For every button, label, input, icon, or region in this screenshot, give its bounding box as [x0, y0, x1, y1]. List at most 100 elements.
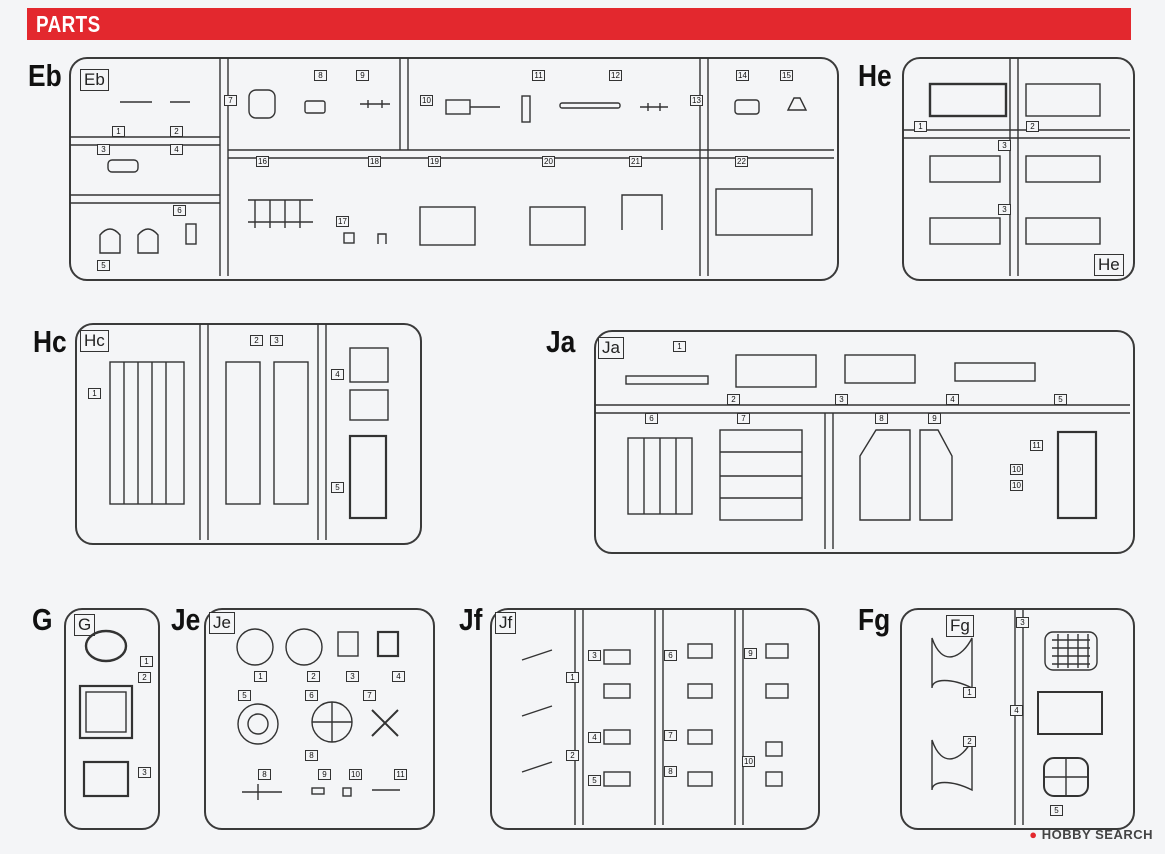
part-number: 2: [1026, 121, 1039, 132]
part-number: 2: [170, 126, 183, 137]
part-number: 6: [173, 205, 186, 216]
sprue-je-parts: [236, 628, 400, 800]
sprue-tag-ja: Ja: [598, 337, 624, 359]
part-number: 2: [727, 394, 740, 405]
part-number: 4: [588, 732, 601, 743]
part-number: 12: [609, 70, 622, 81]
part-number: 1: [673, 341, 686, 352]
sprue-he-parts: [903, 58, 1130, 276]
part-number: 3: [346, 671, 359, 682]
sprue-tag-he: He: [1094, 254, 1124, 276]
part-number: 3: [138, 767, 151, 778]
part-number: 7: [664, 730, 677, 741]
sprue-label-eb: Eb: [28, 58, 62, 93]
part-number: 10: [742, 756, 755, 767]
parts-header-banner: PARTS: [27, 8, 1131, 40]
sprue-tag-je: Je: [209, 612, 235, 634]
sprue-ja-parts: [595, 354, 1130, 549]
sprue-frame-hc: [75, 323, 422, 545]
part-number: 3: [998, 204, 1011, 215]
part-number: 9: [744, 648, 757, 659]
hobbysearch-logo-icon: ●: [1029, 827, 1038, 842]
part-number: 3: [1016, 617, 1029, 628]
part-number: 11: [394, 769, 407, 780]
sprue-g-parts: [78, 629, 134, 798]
part-number: 5: [238, 690, 251, 701]
part-number: 10: [420, 95, 433, 106]
part-number: 5: [1050, 805, 1063, 816]
parts-header-title: PARTS: [36, 11, 101, 37]
part-number: 20: [542, 156, 555, 167]
sprue-tag-g: G: [74, 614, 96, 636]
part-number: 1: [914, 121, 927, 132]
part-number: 9: [356, 70, 369, 81]
part-number: 22: [735, 156, 748, 167]
part-number: 7: [737, 413, 750, 424]
part-number: 3: [998, 140, 1011, 151]
part-number: 6: [664, 650, 677, 661]
part-number: 1: [140, 656, 153, 667]
part-number: 13: [690, 95, 703, 106]
part-number: 16: [256, 156, 269, 167]
part-number: 5: [1054, 394, 1067, 405]
part-number: 7: [363, 690, 376, 701]
sprue-jf-parts: [521, 610, 789, 825]
part-number: 8: [664, 766, 677, 777]
sprue-tag-fg: Fg: [946, 615, 974, 637]
part-number: 11: [1030, 440, 1043, 451]
part-number: 9: [928, 413, 941, 424]
part-number: 18: [368, 156, 381, 167]
sprue-frame-eb: [69, 57, 839, 281]
sprue-tag-hc: Hc: [80, 330, 109, 352]
part-number: 4: [946, 394, 959, 405]
sprue-frame-g: [64, 608, 160, 830]
sprue-label-g: G: [32, 602, 53, 637]
sprue-frame-fg: [900, 608, 1135, 830]
part-number: 21: [629, 156, 642, 167]
part-number: 2: [566, 750, 579, 761]
part-number: 1: [112, 126, 125, 137]
part-number: 2: [963, 736, 976, 747]
part-number: 4: [392, 671, 405, 682]
part-number: 1: [566, 672, 579, 683]
part-number: 9: [318, 769, 331, 780]
part-number: 11: [532, 70, 545, 81]
sprue-label-hc: Hc: [33, 324, 67, 359]
sprue-label-ja: Ja: [546, 324, 576, 359]
part-number: 7: [224, 95, 237, 106]
sprue-label-jf: Jf: [459, 602, 483, 637]
sprue-tag-jf: Jf: [495, 612, 517, 634]
part-number: 4: [331, 369, 344, 380]
part-number: 4: [170, 144, 183, 155]
sprue-hc-parts: [109, 324, 389, 540]
part-number: 8: [258, 769, 271, 780]
part-number: 14: [736, 70, 749, 81]
part-number: 5: [588, 775, 601, 786]
part-number: 4: [1010, 705, 1023, 716]
sprue-frame-ja: [594, 330, 1135, 554]
watermark: ● HOBBY SEARCH: [1029, 827, 1153, 842]
part-number: 19: [428, 156, 441, 167]
part-number: 8: [875, 413, 888, 424]
part-number: 1: [963, 687, 976, 698]
part-number: 17: [336, 216, 349, 227]
part-number: 2: [307, 671, 320, 682]
part-number: 2: [250, 335, 263, 346]
sprue-label-je: Je: [171, 602, 201, 637]
sprue-tag-eb: Eb: [80, 69, 109, 91]
part-number: 10: [1010, 480, 1023, 491]
part-number: 1: [88, 388, 101, 399]
watermark-text: HOBBY SEARCH: [1041, 827, 1153, 842]
part-number: 2: [138, 672, 151, 683]
sprue-frame-je: [204, 608, 435, 830]
part-number: 8: [314, 70, 327, 81]
sprue-fg-parts: [931, 610, 1103, 825]
sprue-eb-parts: [70, 58, 834, 276]
part-number: 3: [588, 650, 601, 661]
sprue-frame-jf: [490, 608, 820, 830]
part-number: 8: [305, 750, 318, 761]
part-number: 10: [1010, 464, 1023, 475]
part-number: 5: [331, 482, 344, 493]
part-number: 5: [97, 260, 110, 271]
